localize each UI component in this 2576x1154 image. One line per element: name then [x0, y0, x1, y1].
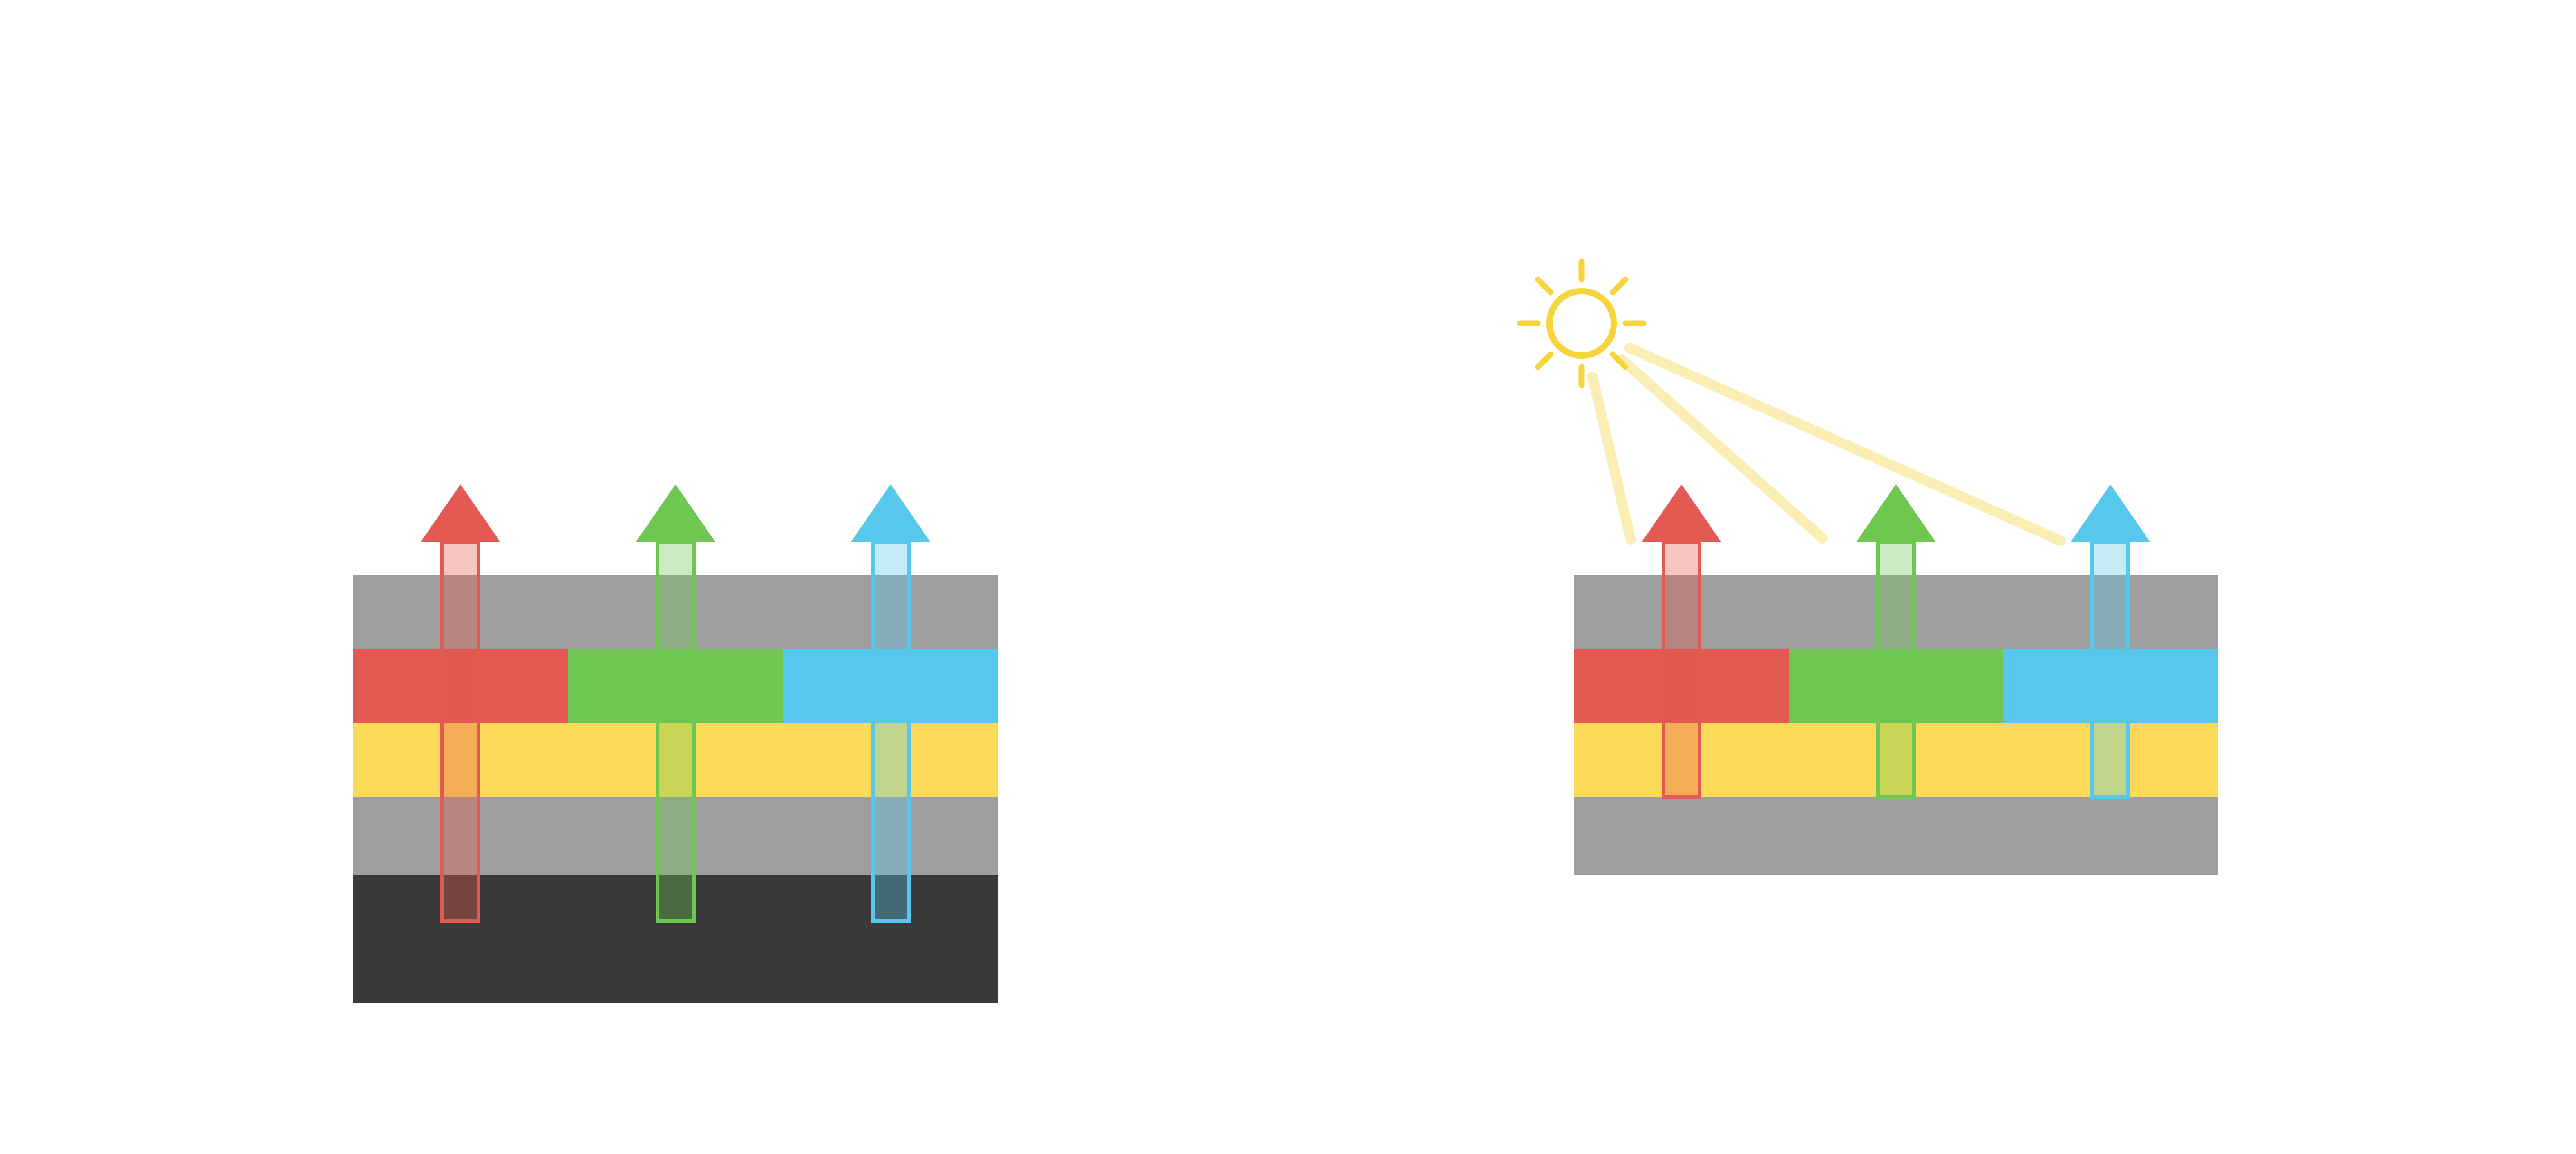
left-cyan-arrow-shaft — [871, 540, 911, 923]
sun-beams — [1587, 343, 2066, 546]
sun-ray-se — [1609, 351, 1629, 370]
left-green-arrow-head — [636, 484, 715, 542]
right-diagram — [1517, 258, 2218, 875]
sun-beam-1 — [1587, 372, 1636, 545]
right-color-filter-red — [1574, 649, 1789, 723]
right-green-light-arrow — [1856, 484, 1936, 799]
right-red-arrow-head — [1642, 484, 1721, 542]
left-red-arrow-head — [421, 484, 500, 542]
right-green-arrow-shaft — [1876, 540, 1916, 799]
left-gray-top-layer — [353, 575, 998, 649]
left-green-arrow-shaft — [656, 540, 696, 923]
left-color-filter-cyan — [783, 649, 998, 723]
left-red-arrow-shaft — [440, 540, 480, 923]
left-color-filter-green — [568, 649, 783, 723]
sun-ray-sw — [1535, 351, 1554, 370]
right-cyan-arrow-head — [2070, 484, 2150, 542]
left-red-light-arrow — [421, 484, 500, 923]
sun-ray-ne — [1609, 276, 1629, 296]
left-dark-base-layer — [353, 875, 998, 1003]
right-cyan-arrow-shaft — [2090, 540, 2130, 799]
right-red-arrow-shaft — [1662, 540, 1701, 799]
left-color-filter-red — [353, 649, 568, 723]
sun-disc — [1546, 288, 1617, 359]
left-green-light-arrow — [636, 484, 715, 923]
right-color-filter-green — [1789, 649, 2003, 723]
left-diagram — [353, 484, 998, 1003]
left-cyan-arrow-head — [851, 484, 931, 542]
right-yellow-layer — [1574, 723, 2218, 797]
sun-beam-2 — [1616, 354, 1828, 544]
right-red-light-arrow — [1642, 484, 1721, 799]
left-yellow-layer — [353, 723, 998, 797]
right-gray-top-layer — [1574, 575, 2218, 649]
left-cyan-light-arrow — [851, 484, 931, 923]
sun-icon — [1517, 258, 1647, 388]
right-color-filter-cyan — [2003, 649, 2218, 723]
right-green-arrow-head — [1856, 484, 1936, 542]
left-gray-middle-layer — [353, 797, 998, 875]
right-cyan-light-arrow — [2070, 484, 2150, 799]
sun-ray-nw — [1535, 276, 1554, 296]
sun-beam-3 — [1624, 343, 2066, 546]
right-gray-bottom-layer — [1574, 797, 2218, 875]
